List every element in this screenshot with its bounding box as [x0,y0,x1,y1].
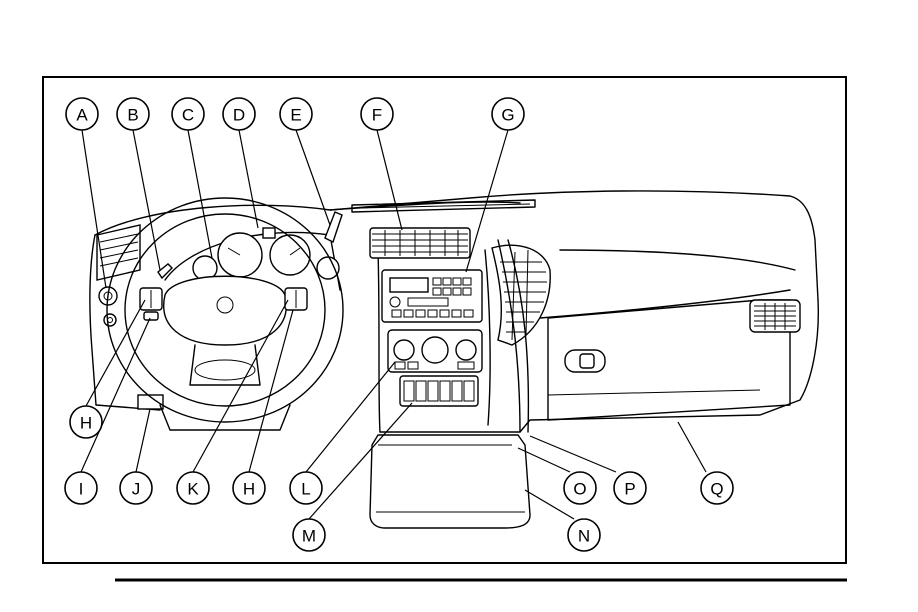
callout-g: G [492,98,524,130]
callout-i: I [65,472,97,504]
callout-f-label: F [372,106,382,125]
callout-a: A [66,98,98,130]
callout-b-label: B [127,106,138,125]
callout-b: B [117,98,149,130]
callout-j-label: J [132,480,141,499]
callout-d-label: D [233,106,245,125]
callout-l-label: L [301,480,310,499]
callout-d: D [223,98,255,130]
callout-l: L [290,472,322,504]
callout-p-label: P [624,480,635,499]
callout-o-label: O [573,480,586,499]
callout-o: O [564,472,596,504]
callout-h-left: H [70,406,102,438]
callout-g-label: G [501,106,514,125]
callout-f: F [361,98,393,130]
callout-n-label: N [578,527,590,546]
callout-h-left-label: H [80,414,92,433]
callout-j: J [120,472,152,504]
callout-h-right: H [233,472,265,504]
callout-a-label: A [76,106,88,125]
callout-c-label: C [182,106,194,125]
callout-c: C [172,98,204,130]
callout-k-label: K [187,480,199,499]
callout-q: Q [701,472,733,504]
callout-e-label: E [290,106,301,125]
callout-i-label: I [79,480,84,499]
callout-p: P [614,472,646,504]
callout-q-label: Q [710,480,723,499]
callout-h-right-label: H [243,480,255,499]
callout-e: E [280,98,312,130]
callout-n: N [568,519,600,551]
callout-k: K [177,472,209,504]
callout-m-label: M [302,527,316,546]
callout-m: M [293,519,325,551]
